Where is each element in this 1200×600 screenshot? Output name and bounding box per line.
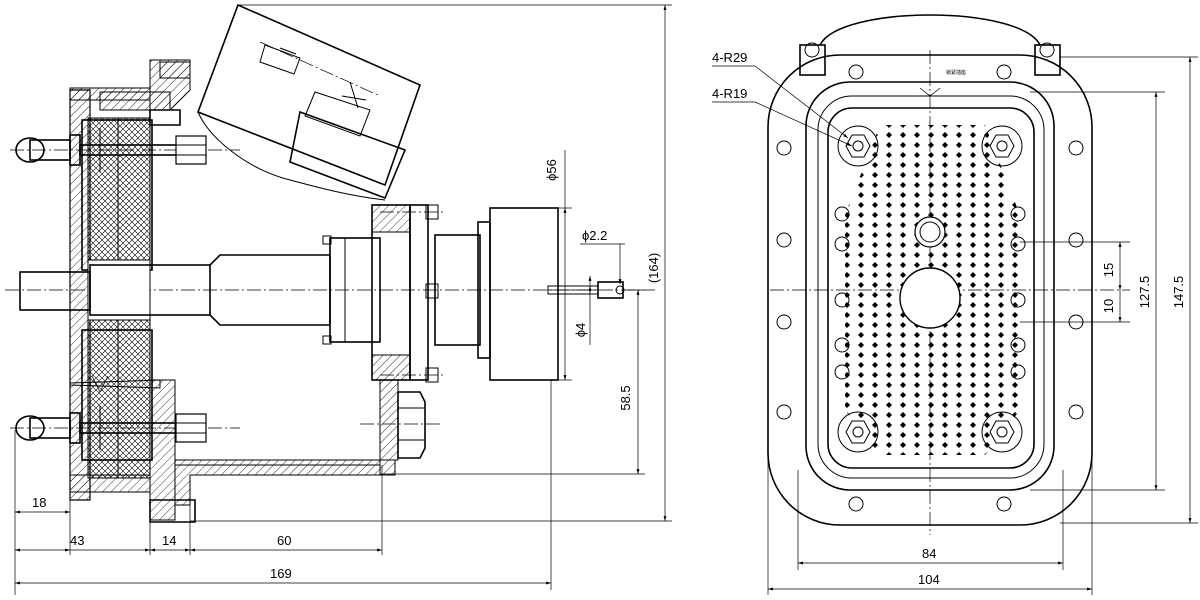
angled-plug-housing <box>159 3 421 201</box>
hex-boss-br <box>981 411 1023 453</box>
cable-cap <box>434 207 625 381</box>
dim-4-r29: 4-R29 <box>712 50 747 65</box>
contact-face <box>827 107 1035 469</box>
frame-mid <box>817 95 1045 479</box>
dim-15: 15 <box>1101 263 1116 277</box>
lug-left <box>799 42 826 76</box>
outer-flange <box>767 54 1093 526</box>
central-shaft <box>19 235 381 345</box>
upper-hole <box>914 216 946 248</box>
lug-right <box>1034 42 1061 76</box>
dim-4-r19: 4-R19 <box>712 86 747 101</box>
hex-boss-tr <box>981 125 1023 167</box>
dim-147-5: 147.5 <box>1171 276 1186 309</box>
dim-60: 60 <box>277 533 291 548</box>
central-hole <box>899 267 961 329</box>
right-front-view: 锁紧插座 4-R29 4-R19 84 104 <box>712 14 1198 595</box>
dim-14: 14 <box>162 533 176 548</box>
hex-boss-tl <box>837 125 879 167</box>
right-dimensions: 4-R29 4-R19 84 104 15 10 <box>712 50 1198 595</box>
face-holes <box>834 206 1026 380</box>
frame-outer <box>805 81 1055 491</box>
dim-43: 43 <box>70 533 84 548</box>
dim-84: 84 <box>922 546 936 561</box>
flange-bolt-holes <box>776 64 1084 512</box>
left-section-view: 18 43 14 60 169 (164) ϕ56 <box>5 3 672 595</box>
housing-wall-lower <box>149 379 176 521</box>
pin-upper <box>10 128 240 172</box>
dim-58-5: 58.5 <box>618 385 633 410</box>
left-dimensions: 18 43 14 60 169 (164) ϕ56 <box>14 4 672 595</box>
right-flange <box>360 204 445 476</box>
housing-wall-upper <box>149 109 181 126</box>
dim-phi4: ϕ4 <box>573 323 588 338</box>
dim-phi56: ϕ56 <box>544 159 559 181</box>
dim-127-5: 127.5 <box>1137 276 1152 309</box>
dim-10: 10 <box>1101 299 1116 313</box>
dim-169: 169 <box>270 566 292 581</box>
hex-boss-bl <box>837 411 879 453</box>
top-hump <box>819 14 1041 46</box>
dim-18: 18 <box>32 495 46 510</box>
pin-lower <box>10 406 240 450</box>
dim-104: 104 <box>918 572 940 587</box>
dim-phi2-2: ϕ2.2 <box>582 228 607 243</box>
top-label: 锁紧插座 <box>946 69 966 76</box>
dim-164: (164) <box>646 253 661 283</box>
